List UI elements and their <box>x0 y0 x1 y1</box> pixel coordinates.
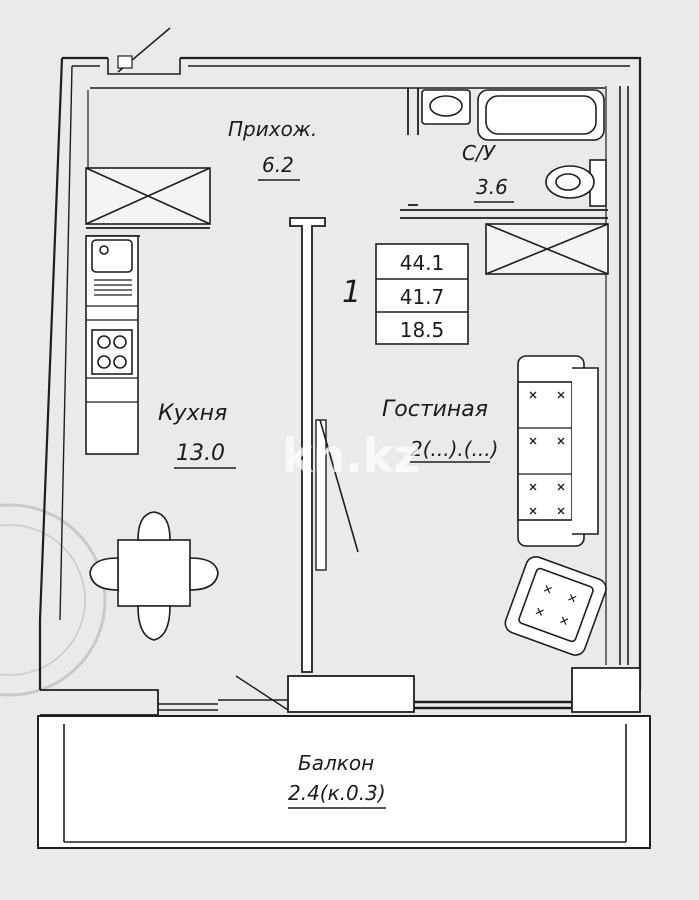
kitchen-counter <box>85 235 139 455</box>
armchair <box>504 556 607 656</box>
hallway-name: Прихож. <box>228 117 317 141</box>
living-area: 18.5 <box>400 318 445 342</box>
rooms-count: 1 <box>342 275 361 310</box>
vent-shafts <box>85 167 609 275</box>
area-2: 41.7 <box>400 285 445 309</box>
total-area: 44.1 <box>400 251 445 275</box>
watermark: kn.kz <box>282 429 420 483</box>
bathroom-name: С/У <box>462 141 497 165</box>
balcony-area: 2.4(к.0.3) <box>288 781 386 805</box>
dining-table <box>89 511 219 641</box>
balcony-name: Балкон <box>298 751 374 775</box>
bathroom-area: 3.6 <box>476 175 508 199</box>
kitchen-area: 13.0 <box>176 441 225 466</box>
living-name: Гостиная <box>382 397 488 422</box>
bathroom-fixtures <box>421 89 607 207</box>
room-labels: Прихож. 6.2 С/У 3.6 Кухня 13.0 Гостиная … <box>158 117 514 809</box>
stamp-mark <box>0 503 107 697</box>
sofa <box>517 355 599 547</box>
area-table: 1 44.1 41.7 18.5 <box>342 243 469 345</box>
kitchen-name: Кухня <box>158 401 227 426</box>
hallway-area: 6.2 <box>262 153 294 177</box>
living-area-label: 2(...).(...) <box>410 437 498 461</box>
